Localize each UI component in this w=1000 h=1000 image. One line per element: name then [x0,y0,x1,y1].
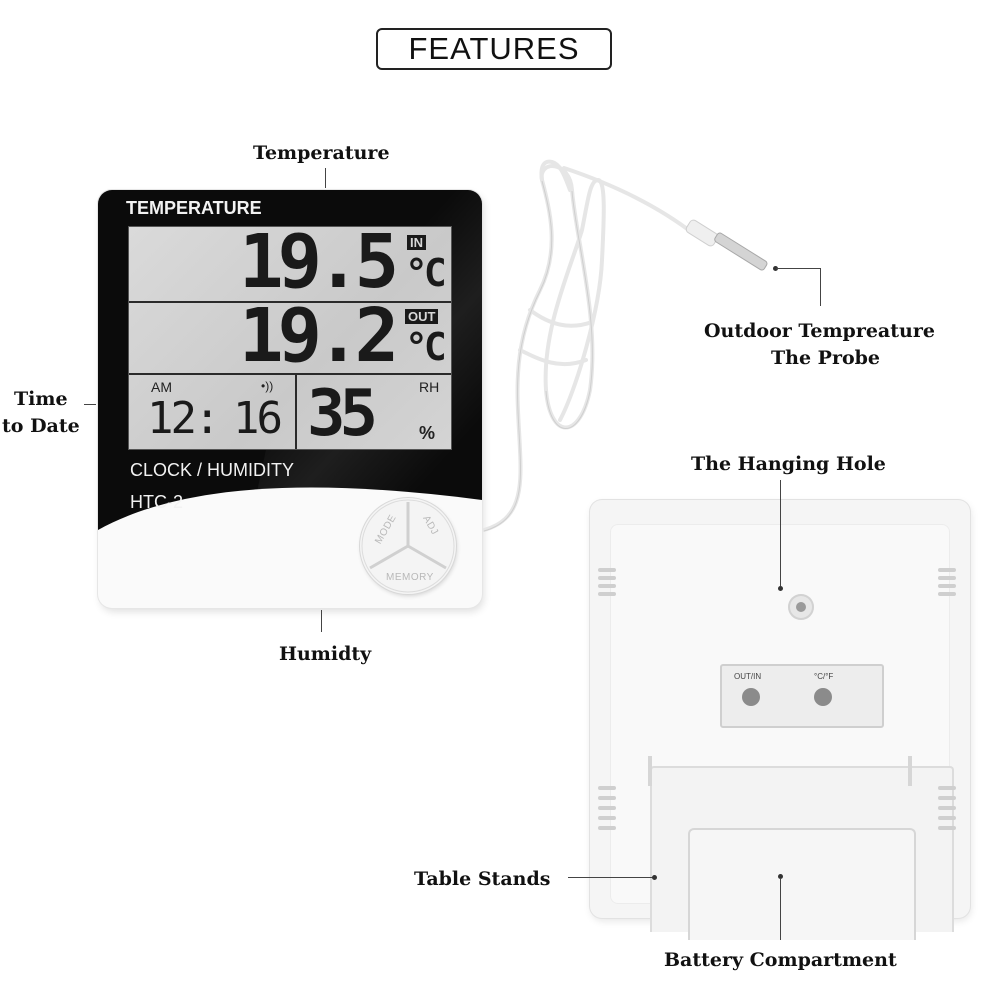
hanging-hole-core [796,602,806,612]
memory-button[interactable]: MEMORY [386,572,434,583]
outdoor-temp-value: 19.2 [239,293,399,379]
unit-switch[interactable] [814,688,832,706]
vent-slot [938,576,956,580]
lcd-divider [129,301,451,303]
vent-slot [598,806,616,810]
in-badge: IN [407,235,426,250]
vent-slot [938,796,956,800]
device-label-clock-humidity: CLOCK / HUMIDITY [130,460,295,480]
vent-slot [938,568,956,572]
leader-line [820,268,821,306]
callout-temperature: Temperature [253,142,390,164]
button-dividers [361,499,455,593]
clock-hour: 12: [147,393,221,444]
callout-probe-line1: Outdoor Tempreature [704,320,935,342]
leader-dot [652,875,657,880]
callout-humidity: Humidty [279,643,372,665]
clock-minute: 16 [233,393,283,444]
switch-panel: OUT/IN °C/°F [720,664,884,728]
vent-slot [598,786,616,790]
back-panel: OUT/IN °C/°F [610,524,954,940]
callout-battery: Battery Compartment [664,949,897,971]
callout-time-line1: Time [14,388,68,410]
out-in-switch[interactable] [742,688,760,706]
vent-slot [938,806,956,810]
probe-cable [482,159,768,532]
vent-slot [938,584,956,588]
outdoor-unit: °C [405,325,447,369]
callout-hanging-hole: The Hanging Hole [691,453,886,475]
humidity-value: 35 [307,377,378,451]
lcd-divider [295,375,297,449]
am-indicator: AM [151,379,172,395]
callout-time-line2: to Date [2,415,80,437]
vent-slot [938,826,956,830]
leader-line [325,168,326,188]
leader-line [780,878,781,940]
vent-slot [938,592,956,596]
leader-line [84,404,96,405]
vent-slot [598,796,616,800]
hanging-hole [788,594,814,620]
vent-slot [938,816,956,820]
signal-icon: •)) [261,379,274,393]
leader-line [776,268,820,269]
percent-sign: % [419,423,436,443]
thermometer-front: TEMPERATURE 19.5 IN °C 19.2 OUT °C AM •)… [98,190,482,608]
lcd-divider [129,373,451,375]
button-cluster: MODE ADJ MEMORY [360,498,456,594]
out-badge: OUT [405,309,439,324]
leader-dot [778,586,783,591]
callout-probe-line2: The Probe [771,347,880,369]
device-header: TEMPERATURE [126,198,262,218]
rh-indicator: RH [419,379,440,395]
leader-line [568,877,654,878]
leader-line [780,480,781,586]
page-title: FEATURES [376,28,612,70]
indoor-temp-value: 19.5 [239,219,399,305]
leader-dot [778,874,783,879]
lcd-screen: 19.5 IN °C 19.2 OUT °C AM •)) 12: 16 RH … [128,219,452,451]
vent-slot [598,826,616,830]
thermometer-back: OUT/IN °C/°F [590,500,970,940]
unit-switch-label: °C/°F [814,672,834,681]
stand-hinge [908,756,912,786]
vent-slot [598,568,616,572]
out-in-switch-label: OUT/IN [734,672,762,681]
device-model: HTC-2 [130,492,183,512]
vent-slot [598,576,616,580]
battery-cover[interactable] [688,828,916,940]
vent-slot [598,816,616,820]
stand-hinge [648,756,652,786]
vent-slot [938,786,956,790]
leader-dot [773,266,778,271]
leader-line [321,610,322,632]
indoor-unit: °C [405,251,447,295]
callout-table-stands: Table Stands [414,868,551,890]
vent-slot [598,592,616,596]
vent-slot [598,584,616,588]
